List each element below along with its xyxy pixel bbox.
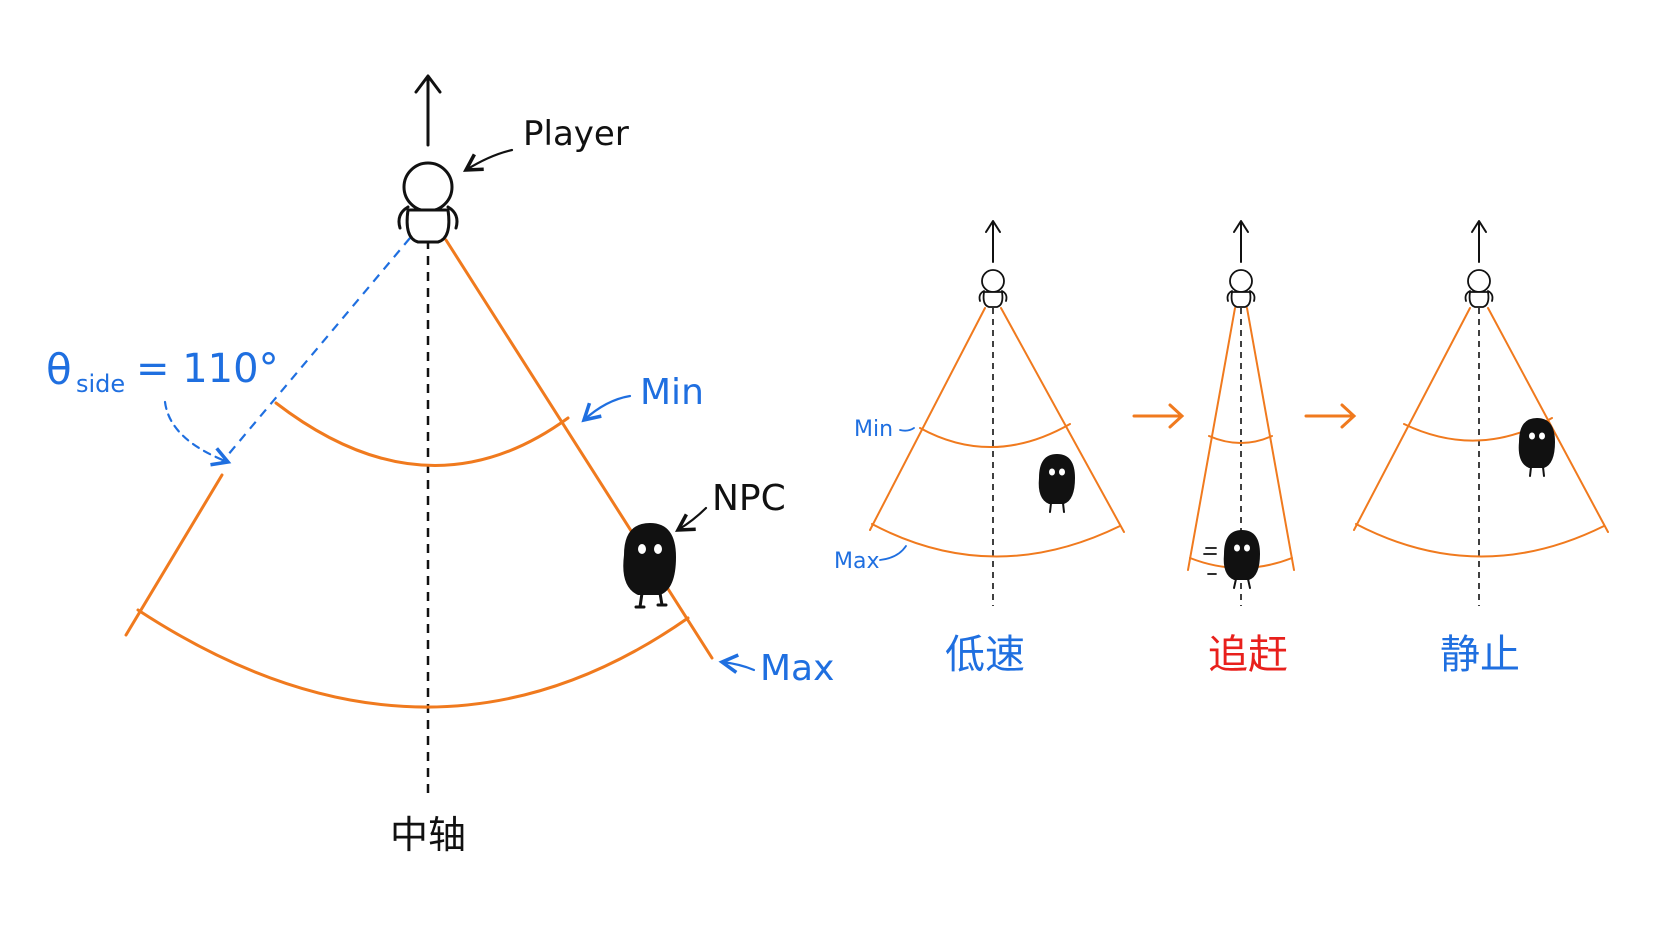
npc-icon bbox=[1518, 418, 1555, 477]
min-label: Min bbox=[640, 372, 704, 413]
player-label: Player bbox=[523, 114, 629, 154]
player-icon bbox=[978, 269, 1008, 308]
cone-left-edge bbox=[1187, 307, 1236, 571]
cone-right-edge bbox=[444, 238, 714, 660]
min-arc bbox=[919, 423, 1071, 449]
forward-arrow-icon bbox=[414, 74, 442, 147]
left-side-dashed bbox=[221, 237, 411, 463]
player-icon bbox=[1226, 269, 1256, 308]
state-stop-diagram: 静止 bbox=[1353, 220, 1609, 678]
max-pointer-line bbox=[879, 545, 907, 561]
min-arc bbox=[274, 401, 570, 467]
cone-right-edge bbox=[1246, 307, 1295, 571]
min-pointer-arrow bbox=[581, 394, 632, 423]
cone-left-edge bbox=[124, 473, 224, 637]
axis-label: 中轴 bbox=[390, 813, 466, 857]
cone-left-edge bbox=[869, 307, 986, 531]
forward-arrow-icon bbox=[985, 220, 1001, 263]
player-pointer-arrow bbox=[462, 148, 514, 172]
transition-arrow-icon bbox=[1132, 403, 1185, 429]
small-max-label: Max bbox=[834, 549, 879, 574]
max-label: Max bbox=[760, 648, 834, 689]
theta-label: θ side = 110° bbox=[46, 345, 279, 398]
theta-pointer-arrow bbox=[163, 400, 232, 467]
theta-symbol: θ bbox=[46, 345, 72, 394]
npc-icon bbox=[1038, 454, 1075, 513]
theta-subscript: side bbox=[76, 370, 125, 398]
player-icon bbox=[397, 161, 459, 244]
max-arc bbox=[1355, 523, 1605, 558]
state-label-catchup: 追赶 bbox=[1208, 632, 1288, 678]
max-arc bbox=[136, 608, 690, 709]
state-slow-diagram: Min Max 低速 bbox=[834, 220, 1125, 678]
max-arc bbox=[871, 523, 1121, 558]
cone-left-edge bbox=[1353, 307, 1471, 531]
min-pointer-line bbox=[899, 427, 915, 432]
forward-arrow-icon bbox=[1471, 220, 1487, 263]
state-catchup-diagram: 追赶 bbox=[1187, 220, 1295, 678]
cone-right-edge bbox=[1000, 307, 1125, 533]
theta-value: = 110° bbox=[136, 346, 279, 392]
state-label-slow: 低速 bbox=[945, 632, 1025, 678]
main-cone-diagram: Player θ side = 110° Min NPC Max 中轴 bbox=[46, 74, 834, 857]
player-icon bbox=[1464, 269, 1494, 308]
min-arc bbox=[1208, 435, 1273, 444]
state-label-stop: 静止 bbox=[1440, 632, 1520, 678]
npc-pointer-arrow bbox=[674, 506, 708, 532]
max-pointer-arrow bbox=[718, 653, 756, 674]
transition-arrow-icon bbox=[1304, 403, 1357, 429]
npc-running-icon bbox=[1203, 530, 1260, 589]
forward-arrow-icon bbox=[1233, 220, 1249, 263]
npc-icon bbox=[623, 523, 676, 609]
npc-label: NPC bbox=[712, 478, 786, 519]
small-min-label: Min bbox=[854, 417, 893, 442]
